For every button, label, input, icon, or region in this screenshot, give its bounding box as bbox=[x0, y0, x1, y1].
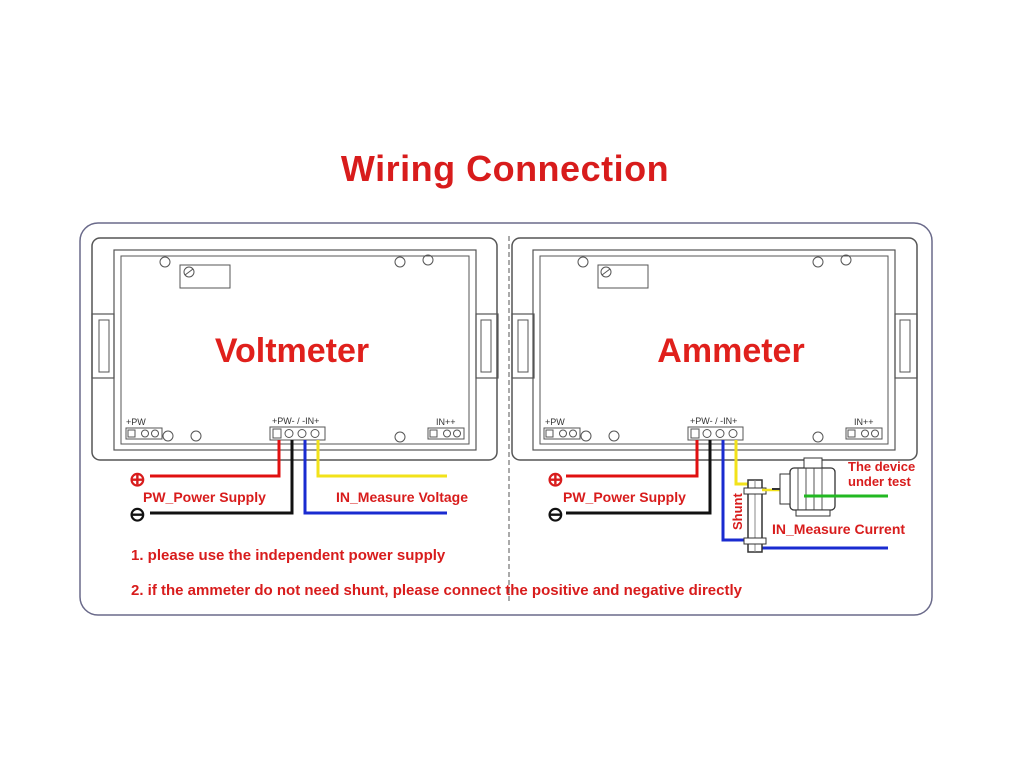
ammeter-pcb bbox=[539, 255, 889, 445]
voltmeter-main-terminal-label: +PW- / -IN+ bbox=[272, 416, 319, 426]
ammeter-clip-left bbox=[511, 313, 535, 379]
mount-hole bbox=[840, 254, 852, 266]
ammeter-power-label: PW_Power Supply bbox=[563, 489, 686, 505]
mount-hole bbox=[577, 256, 589, 268]
voltmeter-plus-symbol: ⊕ bbox=[129, 469, 146, 491]
mount-hole bbox=[394, 256, 406, 268]
ammeter-clip-right bbox=[894, 313, 918, 379]
voltmeter-minus-symbol: ⊖ bbox=[129, 504, 146, 526]
ammeter-clip-left-inner bbox=[517, 319, 529, 373]
voltmeter-power-label: PW_Power Supply bbox=[143, 489, 266, 505]
ammeter-small-terminal-right bbox=[845, 427, 883, 440]
voltmeter-main-terminal bbox=[269, 426, 326, 441]
voltmeter-clip-left-inner bbox=[98, 319, 110, 373]
device-label-line2: under test bbox=[848, 474, 912, 489]
voltmeter-pcb bbox=[120, 255, 470, 445]
voltmeter-clip-left bbox=[91, 313, 115, 379]
device-label-line1: The device bbox=[848, 459, 915, 474]
voltmeter-clip-right bbox=[475, 313, 499, 379]
mount-hole bbox=[608, 430, 620, 442]
ammeter-small-terminal-right-label: IN++ bbox=[854, 417, 874, 427]
mount-hole bbox=[580, 430, 592, 442]
voltmeter-wire-red bbox=[150, 440, 281, 478]
voltmeter-title: Voltmeter bbox=[215, 332, 369, 370]
note-2: 2. if the ammeter do not need shunt, ple… bbox=[131, 582, 743, 599]
ammeter-plus-symbol: ⊕ bbox=[547, 469, 564, 491]
ammeter-wire-black bbox=[566, 440, 712, 515]
voltmeter-small-terminal-right-label: IN++ bbox=[436, 417, 456, 427]
ammeter-pot-screw bbox=[600, 266, 612, 278]
ammeter-input-label: IN_Measure Current bbox=[772, 521, 905, 537]
voltmeter-pot-screw bbox=[183, 266, 195, 278]
ammeter-wire-red bbox=[566, 440, 699, 478]
ammeter-clip-right-inner bbox=[899, 319, 911, 373]
ammeter-panel: +PW IN++ +PW- / -IN+ Ammeter bbox=[511, 237, 918, 553]
voltmeter-wire-black bbox=[150, 440, 294, 515]
voltmeter-wire-blue bbox=[303, 440, 447, 515]
voltmeter-small-terminal-left-label: +PW bbox=[126, 417, 146, 427]
mount-hole bbox=[812, 431, 824, 443]
voltmeter-small-terminal-right bbox=[427, 427, 465, 440]
mount-hole bbox=[190, 430, 202, 442]
voltmeter-wire-yellow bbox=[316, 440, 447, 478]
ammeter-wire-yellow bbox=[734, 440, 752, 486]
mount-hole bbox=[394, 431, 406, 443]
diagram-title: Wiring Connection bbox=[340, 148, 670, 189]
voltmeter-clip-right-inner bbox=[480, 319, 492, 373]
voltmeter-potentiometer bbox=[179, 264, 231, 289]
mount-hole bbox=[162, 430, 174, 442]
ammeter-potentiometer bbox=[597, 264, 649, 289]
ammeter-main-terminal bbox=[687, 426, 744, 441]
voltmeter-input-label: IN_Measure Voltage bbox=[336, 489, 468, 505]
outer-frame bbox=[79, 222, 933, 616]
ammeter-small-terminal-left-label: +PW bbox=[545, 417, 565, 427]
ammeter-small-terminal-left bbox=[543, 427, 581, 440]
mount-hole bbox=[812, 256, 824, 268]
ammeter-wire-blue-shunt bbox=[721, 440, 752, 542]
voltmeter-small-terminal-left bbox=[125, 427, 163, 440]
voltmeter-panel: +PW IN++ +PW- / -IN+ Voltmeter ⊕ ⊖ PW_Po… bbox=[91, 237, 499, 526]
ammeter-main-terminal-label: +PW- / -IN+ bbox=[690, 416, 737, 426]
mount-hole bbox=[159, 256, 171, 268]
shunt-label: Shunt bbox=[730, 493, 745, 530]
ammeter-title: Ammeter bbox=[657, 332, 804, 370]
note-1: 1. please use the independent power supp… bbox=[131, 547, 446, 564]
device-under-test-motor bbox=[772, 457, 836, 517]
mount-hole bbox=[422, 254, 434, 266]
ammeter-minus-symbol: ⊖ bbox=[547, 504, 564, 526]
